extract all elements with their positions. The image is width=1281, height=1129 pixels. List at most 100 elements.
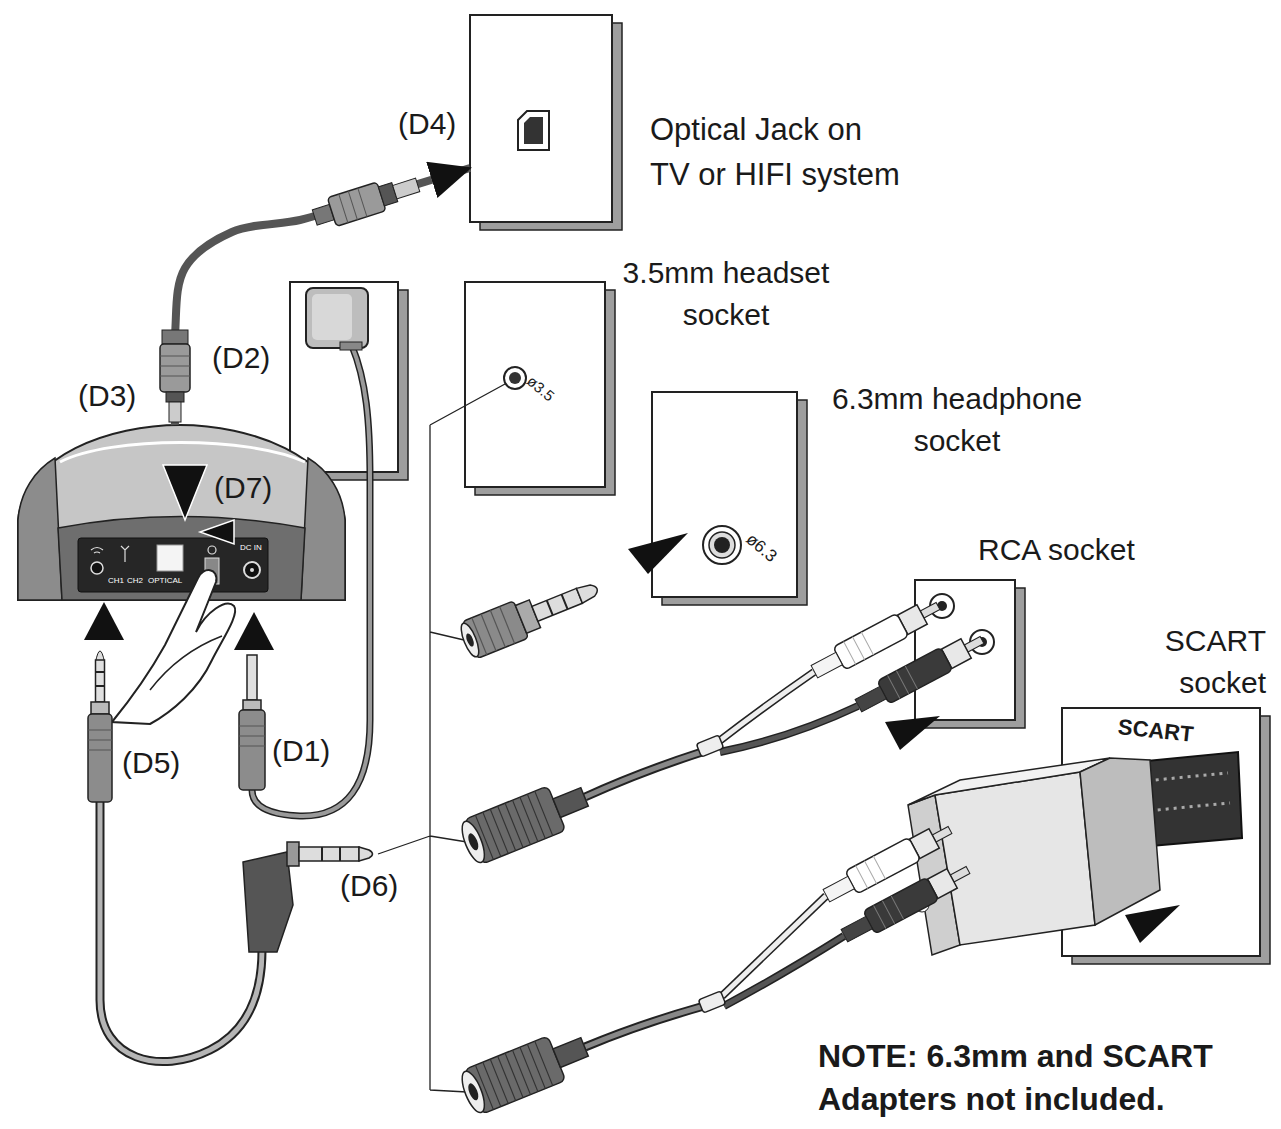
power-adapter xyxy=(312,294,352,340)
rca-cable xyxy=(585,752,702,797)
hand xyxy=(150,636,222,690)
callout-number: (D1) xyxy=(272,733,330,769)
splitter xyxy=(698,991,725,1013)
insert-arrow xyxy=(84,602,124,640)
scart-adapter xyxy=(1080,758,1160,925)
female-jack xyxy=(475,1041,552,1109)
dc-plug xyxy=(247,655,257,700)
rca-plug xyxy=(845,837,921,894)
female-jack xyxy=(553,788,588,818)
socket-label: Optical Jack on TV or HIFI system xyxy=(650,108,905,198)
splitter xyxy=(696,735,723,757)
rca-plug xyxy=(863,877,939,934)
wall-plate xyxy=(709,532,735,558)
optical-plug xyxy=(160,330,190,422)
wall-plate xyxy=(652,392,807,605)
leader-line xyxy=(378,384,505,1092)
optical-cable xyxy=(174,168,470,425)
wall-plate xyxy=(470,15,622,230)
optical-plug xyxy=(327,182,386,226)
rca-plug xyxy=(838,859,974,948)
rca-cable xyxy=(585,1006,704,1047)
audio-cable xyxy=(100,800,262,1062)
audio-cable xyxy=(100,800,262,1062)
wall-plate xyxy=(524,117,543,144)
optical-plug xyxy=(339,188,367,223)
port-label: DC IN xyxy=(240,543,262,553)
port-label: CH2 xyxy=(127,576,143,586)
base-station xyxy=(157,545,183,571)
rca-plug xyxy=(852,629,988,718)
base-station xyxy=(244,562,260,578)
socket-label: 6.3mm headphone socket xyxy=(822,378,1092,462)
jack-adapter xyxy=(532,588,582,621)
wall-plate xyxy=(509,372,521,384)
socket-label: 3.5mm headset socket xyxy=(616,252,836,336)
rca-cable xyxy=(724,936,844,1006)
rca-plug xyxy=(856,856,886,888)
jack-adapter xyxy=(458,621,483,659)
dc-plug xyxy=(239,726,265,746)
base-station xyxy=(18,425,345,600)
base-station xyxy=(60,443,305,463)
base-station xyxy=(250,568,254,572)
female-jack xyxy=(475,791,552,859)
power-adapter xyxy=(340,342,362,350)
base-station xyxy=(301,458,345,600)
size-marking: ø3.5 xyxy=(523,372,558,405)
connector-group xyxy=(174,168,470,425)
wall-plate: 6.3mm headphone socketø6.3 xyxy=(652,392,797,597)
insert-arrow xyxy=(200,520,234,544)
wall-plate xyxy=(290,282,398,472)
port-label: CH1 xyxy=(108,576,124,586)
base-station xyxy=(91,562,103,574)
female-jack xyxy=(458,818,489,865)
rca-plug xyxy=(811,652,842,678)
socket-label: SCART socket xyxy=(1120,620,1266,704)
size-marking: ø6.3 xyxy=(741,529,780,566)
audio-plug xyxy=(96,660,105,702)
wall-plate xyxy=(703,526,741,564)
audio-plug xyxy=(88,730,112,750)
base-station: CH1CH2 OPTICAL DC IN xyxy=(18,425,345,600)
wall-plate: Optical Jack on TV or HIFI system xyxy=(470,15,612,222)
insert-arrow xyxy=(163,465,207,520)
dc-plug xyxy=(239,710,265,790)
angled-plug xyxy=(287,842,299,866)
rca-plug xyxy=(844,632,874,664)
socket-marking: SCART xyxy=(1117,714,1195,748)
rca-cable xyxy=(585,1006,704,1047)
wall-plate xyxy=(470,15,612,222)
splitter xyxy=(698,991,725,1013)
rca-cable xyxy=(720,706,858,752)
rca-cable xyxy=(724,936,844,1006)
jack-adapter xyxy=(547,594,568,615)
rca-plug xyxy=(877,647,953,704)
angled-plug xyxy=(243,852,293,952)
angled-plug xyxy=(359,847,373,861)
port-label: OPTICAL xyxy=(148,576,182,586)
jack-adapter xyxy=(465,632,476,647)
optical-plug xyxy=(166,392,184,402)
base-station xyxy=(208,546,216,554)
base-station xyxy=(78,538,268,592)
insert-arrow xyxy=(1125,905,1180,943)
base-station xyxy=(121,546,129,562)
base-station xyxy=(91,548,103,554)
rca-plug xyxy=(833,613,909,670)
wall-plate xyxy=(290,282,408,480)
rca-cable xyxy=(585,672,858,797)
power-adapter xyxy=(306,288,368,350)
optical-plug xyxy=(160,344,190,392)
wall-plate xyxy=(652,392,797,597)
callout-number: (D6) xyxy=(340,868,398,904)
power-adapter xyxy=(306,288,368,348)
female-jack xyxy=(457,775,594,867)
insert-arrow xyxy=(84,465,1180,943)
rca-plug xyxy=(888,666,918,698)
female-jack xyxy=(458,1068,489,1115)
rca-plug xyxy=(823,876,854,902)
